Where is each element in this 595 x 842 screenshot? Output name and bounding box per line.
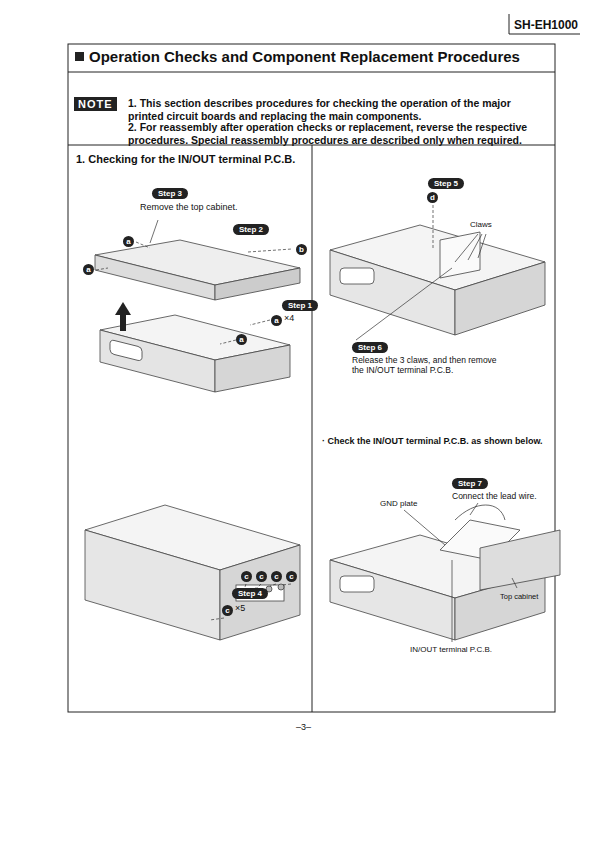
- leader-lines: [210, 584, 291, 620]
- callout-letter: c: [241, 571, 252, 582]
- label: ×5: [235, 603, 245, 614]
- badge-text: NOTE: [78, 98, 113, 110]
- label: IN/OUT terminal P.C.B.: [410, 645, 492, 655]
- badge-text: Step 2: [239, 225, 263, 234]
- step-badge: Step 1: [282, 300, 318, 311]
- badge-text: Step 7: [458, 479, 482, 488]
- callout-letter: a: [83, 264, 94, 275]
- note-text: 2. For reassembly after operation checks…: [128, 121, 548, 146]
- title-square: [75, 52, 84, 61]
- cabinet-illustration: [95, 240, 300, 392]
- callout-letter: d: [427, 192, 438, 203]
- callout-letter: c: [271, 571, 282, 582]
- label: Connect the lead wire.: [452, 491, 537, 501]
- callout-letter: a: [236, 334, 247, 345]
- header-rule: [509, 34, 580, 35]
- step-badge: Step 2: [233, 224, 269, 235]
- callout-letter: c: [256, 571, 267, 582]
- header-rule: [509, 14, 510, 34]
- badge-text: Step 1: [288, 301, 312, 310]
- badge-text: Step 6: [358, 343, 382, 352]
- page-frame: [68, 44, 555, 712]
- label: · Check the IN/OUT terminal P.C.B. as sh…: [322, 436, 543, 447]
- label: Release the 3 claws, and then remove the…: [352, 355, 502, 375]
- label: Claws: [470, 220, 492, 230]
- leader-lines: [404, 503, 517, 642]
- callout-letter: c: [286, 571, 297, 582]
- step-badge: Step 4: [232, 588, 268, 599]
- leader-lines: [96, 220, 292, 344]
- note-text: 1. This section describes procedures for…: [128, 97, 548, 122]
- instruction: Remove the top cabinet.: [140, 202, 238, 213]
- callout-letter: b: [296, 244, 307, 255]
- pcb-removal-illustration: [330, 225, 545, 335]
- page-title: Operation Checks and Component Replaceme…: [89, 48, 520, 66]
- leader-lines: [356, 205, 486, 340]
- callout-letter: c: [222, 605, 233, 616]
- badge-text: Step 4: [238, 589, 262, 598]
- callout-letter: a: [123, 236, 134, 247]
- section-heading: 1. Checking for the IN/OUT terminal P.C.…: [76, 153, 295, 166]
- callout-letter: a: [271, 315, 282, 326]
- badge-text: Step 3: [158, 189, 182, 198]
- column-rule: [312, 145, 313, 712]
- title-rule: [68, 72, 555, 73]
- chassis-rear-illustration: [85, 505, 300, 640]
- step-badge: Step 7: [452, 478, 488, 489]
- label: –3–: [296, 722, 311, 733]
- label: Top cabinet: [500, 592, 538, 601]
- badge-text: Step 5: [434, 179, 458, 188]
- label: ×4: [284, 313, 294, 324]
- label: GND plate: [380, 499, 417, 509]
- pcb-check-illustration: [330, 505, 560, 640]
- model-number: SH-EH1000: [514, 18, 578, 32]
- step-badge: Step 3: [152, 188, 188, 199]
- note-badge: NOTE: [74, 97, 117, 111]
- step-badge: Step 6: [352, 342, 388, 353]
- step-badge: Step 5: [428, 178, 464, 189]
